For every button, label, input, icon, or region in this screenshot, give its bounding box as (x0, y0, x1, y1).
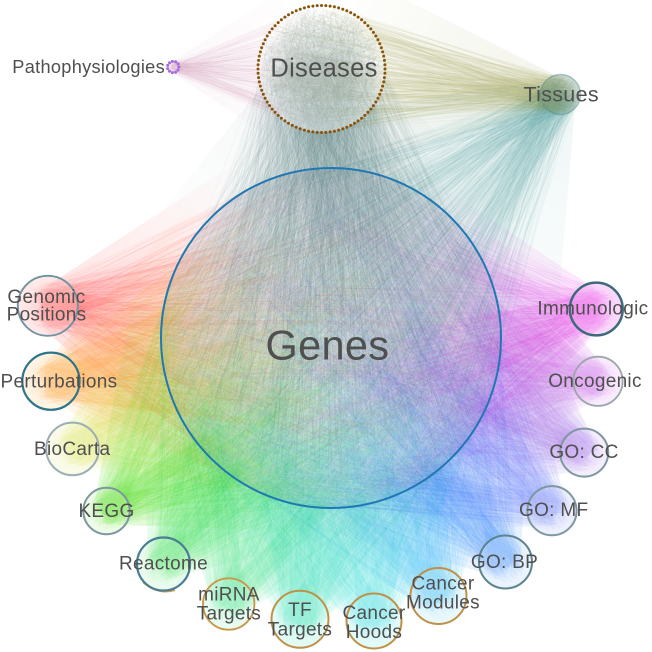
svg-text:KEGG: KEGG (78, 501, 134, 522)
svg-text:Genes: Genes (266, 321, 390, 368)
svg-text:TF: TF (288, 600, 312, 621)
svg-text:GO: CC: GO: CC (549, 442, 618, 463)
svg-text:Hoods: Hoods (346, 622, 402, 643)
svg-text:Immunologic: Immunologic (537, 299, 648, 320)
svg-text:miRNA: miRNA (198, 585, 260, 606)
svg-text:Diseases: Diseases (270, 55, 377, 83)
svg-text:Reactome: Reactome (119, 554, 208, 575)
svg-text:BioCarta: BioCarta (34, 439, 110, 460)
svg-text:GO: MF: GO: MF (519, 500, 588, 521)
svg-text:Genomic: Genomic (7, 287, 85, 308)
svg-text:Cancer: Cancer (342, 603, 405, 624)
svg-text:Oncogenic: Oncogenic (548, 371, 642, 392)
svg-text:Perturbations: Perturbations (1, 372, 118, 393)
svg-text:Pathophysiologies: Pathophysiologies (12, 57, 165, 77)
svg-text:GO: BP: GO: BP (471, 552, 538, 573)
svg-text:Tissues: Tissues (524, 82, 599, 106)
svg-text:Cancer: Cancer (411, 574, 474, 595)
svg-text:Targets: Targets (197, 603, 261, 624)
svg-text:Targets: Targets (268, 619, 332, 640)
svg-text:Modules: Modules (406, 592, 480, 613)
svg-text:Positions: Positions (7, 305, 87, 326)
